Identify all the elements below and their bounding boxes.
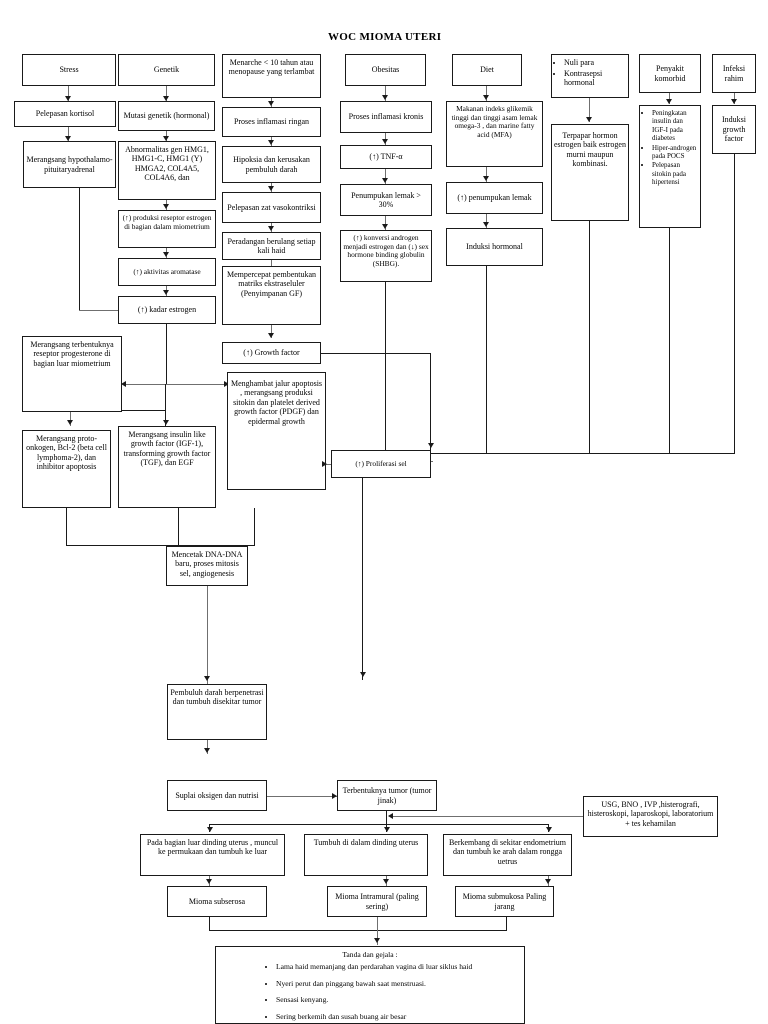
node-mempercepat-matriks: Mempercepat pembentukan matriks ekstrase… (222, 266, 321, 325)
node-mioma-subserosa: Mioma subserosa (167, 886, 267, 917)
node-menarche: Menarche < 10 tahun atau menopause yang … (222, 54, 321, 98)
signs-heading: Tanda dan gejala : (342, 950, 398, 959)
node-induksi-growth-factor: Induksi growth factor (712, 105, 756, 154)
node-infeksi-rahim: Infeksi rahim (712, 54, 756, 93)
node-dalam-dinding: Tumbuh di dalam dinding uterus (304, 834, 428, 876)
node-mioma-submukosa: Mioma submukosa Paling jarang (455, 886, 554, 917)
node-hipoksia: Hipoksia dan kerusakan pembuluh darah (222, 146, 321, 183)
node-tnf-alpha: (↑) TNF-α (340, 145, 432, 169)
node-penumpukan-lemak-30: Penumpukan lemak > 30% (340, 184, 432, 216)
node-sekitar-endometrium: Berkembang di sekitar endometrium dan tu… (443, 834, 572, 876)
node-merangsang-hpa: Merangsang hypothalamo-pituitaryadrenal (23, 141, 116, 188)
node-reseptor-progesterone: Merangsang terbentuknya reseptor progest… (22, 336, 122, 412)
node-proses-inflamasi-kronis: Proses inflamasi kronis (340, 101, 432, 133)
node-makanan-indeks: Makanan indeks glikemik tinggi dan tingg… (446, 101, 543, 167)
node-produksi-reseptor: (↑) produksi reseptor estrogen di bagian… (118, 210, 216, 248)
node-stress: Stress (22, 54, 116, 86)
node-suplai-oksigen: Suplai oksigen dan nutrisi (167, 780, 267, 811)
node-obesitas: Obesitas (345, 54, 426, 86)
node-pembuluh-darah: Pembuluh darah berpenetrasi dan tumbuh d… (167, 684, 267, 740)
node-mutasi-genetik: Mutasi genetik (hormonal) (118, 101, 215, 131)
nuli-para-list: Nuli para Kontrasepsi hormonal (555, 58, 626, 88)
node-induksi-hormonal: Induksi hormonal (446, 228, 543, 266)
node-menghambat-apoptosis: Menghambat jalur apoptosis , merangsang … (227, 372, 326, 490)
node-proses-inflamasi-ringan: Proses inflamasi ringan (222, 107, 321, 137)
node-bagian-luar-dinding: Pada bagian luar dinding uterus , muncul… (140, 834, 285, 876)
node-penumpukan-lemak: (↑) penumpukan lemak (446, 182, 543, 214)
node-terbentuknya-tumor: Terbentuknya tumor (tumor jinak) (337, 780, 437, 811)
node-aktivitas-aromatase: (↑) aktivitas aromatase (118, 258, 216, 286)
node-genetik: Genetik (118, 54, 215, 86)
page-title: WOC MIOMA UTERI (328, 31, 442, 43)
node-konversi-androgen: (↑) konversi androgen menjadi estrogen d… (340, 230, 432, 282)
node-diet: Diet (452, 54, 522, 86)
node-abnormalitas-gen: Abnormalitas gen HMG1, HMG1-C, HMG1 (Y) … (118, 141, 216, 200)
node-komorbid-list-box: Peningkatan insulin dan IGF-I pada diabe… (639, 105, 701, 228)
node-terpapar-hormon: Terpapar hormon estrogen baik estrogen m… (551, 124, 629, 221)
signs-list: Lama haid memanjang dan perdarahan vagin… (220, 962, 520, 1021)
node-pelepasan-kortisol: Pelepasan kortisol (14, 101, 116, 127)
node-mioma-intramural: Mioma Intramural (paling sering) (327, 886, 427, 917)
node-kadar-estrogen: (↑) kadar estrogen (118, 296, 216, 324)
komorbid-list: Peningkatan insulin dan IGF-I pada diabe… (643, 109, 698, 187)
node-nuli-para: Nuli para Kontrasepsi hormonal (551, 54, 629, 98)
node-pelepasan-vasokontriksi: Pelepasan zat vasokontriksi (222, 192, 321, 223)
node-pemeriksaan-penunjang: USG, BNO , IVP ,histerografi, histerosko… (583, 796, 718, 837)
node-mencetak-dna: Mencetak DNA-DNA baru, proses mitosis se… (166, 546, 248, 586)
signs-and-symptoms-box: Tanda dan gejala : Lama haid memanjang d… (215, 946, 525, 1024)
node-insulin-like-gf: Merangsang insulin like growth factor (I… (118, 426, 216, 508)
node-penyakit-komorbid: Penyakit komorbid (639, 54, 701, 93)
node-proto-onkogen: Merangsang proto-onkogen, Bcl-2 (beta ce… (22, 430, 111, 508)
node-peradangan-berulang: Peradangan berulang setiap kali haid (222, 232, 321, 260)
node-proliferasi-sel: (↑) Proliferasi sel (331, 450, 431, 478)
node-growth-factor: (↑) Growth factor (222, 342, 321, 364)
